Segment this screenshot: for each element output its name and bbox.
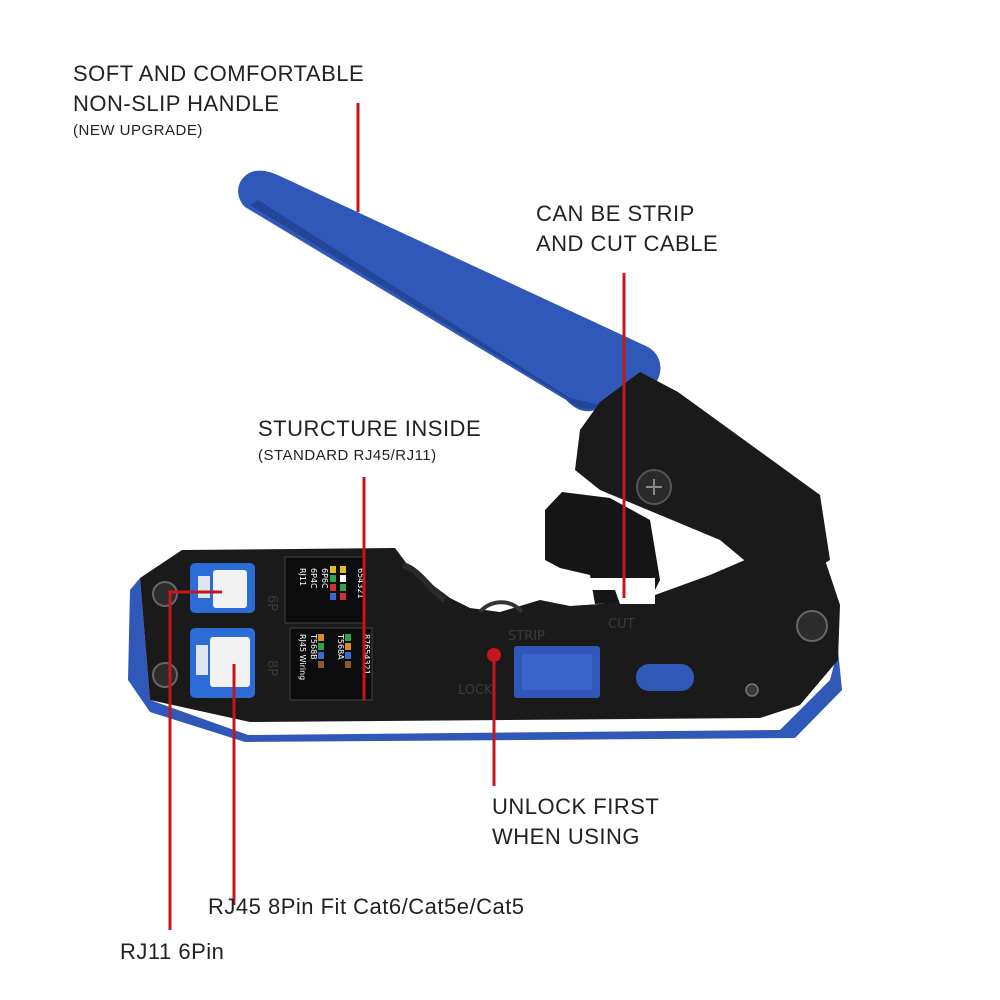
rj11-sticker-sub2: 6P6C [320,568,329,589]
rj11-sticker [284,556,366,624]
screw-top-left [152,581,178,607]
rj11-wire-colors [330,566,346,600]
strip-cut-callout-line1: CAN BE STRIP [536,201,695,226]
pivot-screw-small [745,683,759,697]
rj45-sticker-pins: 87654321 [362,634,371,675]
handle-callout-note: (NEW UPGRADE) [73,122,203,139]
marking-cut: CUT [608,617,635,632]
rj11-sticker-title: RJ11 [298,568,307,586]
jaw-notch-strip [478,600,524,614]
rj45-callout: RJ45 8Pin Fit Cat6/Cat5e/Cat5 [208,894,525,919]
rj11-sticker-pins: 654321 [356,568,365,599]
pivot-screw-right [796,610,828,642]
structure-callout-note: (STANDARD RJ45/RJ11) [258,447,437,464]
rj11-sticker-sub: 6P4C [309,568,318,589]
rj45-sticker [289,627,373,701]
rj45-sticker-t568b: T568B [309,633,318,660]
blade-plate [545,492,660,604]
rj45-sticker-t568a: T568A [336,633,345,660]
port-code-6p: 6P [264,595,279,611]
lock-pin [487,648,501,662]
upper-handle-grip [238,170,661,412]
handle-callout-line1: SOFT AND COMFORTABLE [73,61,365,86]
rj11-callout: RJ11 6Pin [120,939,225,964]
rj45-sticker-title: RJ45 Wiring [298,634,307,680]
upper-jaw [575,372,830,590]
rj45-wire-colors [318,634,351,668]
marking-strip: STRIP [508,629,545,644]
strip-cut-callout-line2: AND CUT CABLE [536,231,719,256]
handle-callout-line2: NON-SLIP HANDLE [73,91,280,116]
unlock-callout-line1: UNLOCK FIRST [492,794,660,819]
leader-lines [168,103,626,930]
unlock-callout-line2: WHEN USING [492,824,640,849]
upper-handle-grip-shade [250,200,600,410]
port-code-8p: 8P [264,660,279,676]
leader-rj11 [168,590,222,930]
screw-bottom-left [152,662,178,688]
structure-callout-line1: STURCTURE INSIDE [258,416,482,441]
lower-handle-base [128,578,842,742]
marking-lock: LOCK [458,683,493,698]
release-button [636,664,694,691]
